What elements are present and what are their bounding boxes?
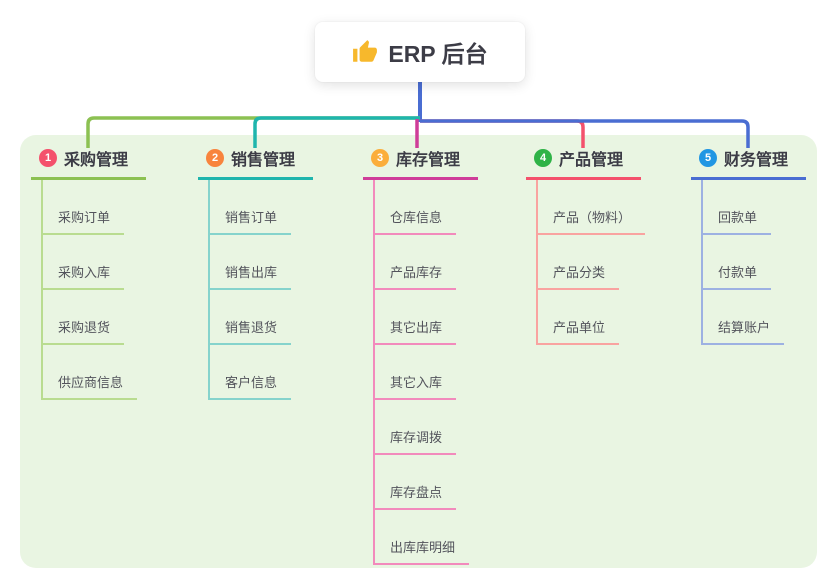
branch-label: 产品管理 bbox=[559, 152, 624, 169]
thumbs-up-icon bbox=[352, 39, 378, 65]
child-node[interactable]: 结算账户 bbox=[701, 317, 785, 345]
branch-children: 销售订单 销售出库 销售退货 客户信息 bbox=[208, 180, 338, 400]
branch-children: 采购订单 采购入库 采购退货 供应商信息 bbox=[41, 180, 171, 400]
child-node[interactable]: 采购退货 bbox=[41, 317, 125, 345]
child-node[interactable]: 销售出库 bbox=[208, 262, 292, 290]
branch-node-product[interactable]: 4 产品管理 bbox=[526, 146, 641, 180]
child-node[interactable]: 回款单 bbox=[701, 207, 772, 235]
branch-label: 库存管理 bbox=[396, 152, 461, 169]
branch-column-sales: 2 销售管理 销售订单 销售出库 销售退货 客户信息 bbox=[198, 146, 338, 400]
branch-node-purchase[interactable]: 1 采购管理 bbox=[31, 146, 146, 180]
child-node[interactable]: 产品库存 bbox=[373, 262, 457, 290]
branch-label: 财务管理 bbox=[724, 152, 789, 169]
child-node[interactable]: 采购入库 bbox=[41, 262, 125, 290]
child-node[interactable]: 销售退货 bbox=[208, 317, 292, 345]
child-node[interactable]: 客户信息 bbox=[208, 372, 292, 400]
child-node[interactable]: 产品单位 bbox=[536, 317, 620, 345]
child-node[interactable]: 产品（物料） bbox=[536, 207, 646, 235]
branch-column-inventory: 3 库存管理 仓库信息 产品库存 其它出库 其它入库 库存调拨 库存盘点 出库库… bbox=[363, 146, 503, 565]
child-node[interactable]: 采购订单 bbox=[41, 207, 125, 235]
child-node[interactable]: 其它入库 bbox=[373, 372, 457, 400]
branch-number-badge: 5 bbox=[699, 149, 717, 167]
branch-node-finance[interactable]: 5 财务管理 bbox=[691, 146, 806, 180]
branch-label: 销售管理 bbox=[231, 152, 296, 169]
child-node[interactable]: 仓库信息 bbox=[373, 207, 457, 235]
root-node-label: ERP 后台 bbox=[388, 41, 488, 67]
branch-number-badge: 3 bbox=[371, 149, 389, 167]
root-node[interactable]: ERP 后台 bbox=[315, 22, 525, 82]
branch-children: 产品（物料） 产品分类 产品单位 bbox=[536, 180, 666, 345]
mindmap-background-panel bbox=[20, 135, 817, 568]
child-node[interactable]: 供应商信息 bbox=[41, 372, 138, 400]
branch-column-finance: 5 财务管理 回款单 付款单 结算账户 bbox=[691, 146, 831, 345]
branch-column-purchase: 1 采购管理 采购订单 采购入库 采购退货 供应商信息 bbox=[31, 146, 171, 400]
branch-column-product: 4 产品管理 产品（物料） 产品分类 产品单位 bbox=[526, 146, 666, 345]
child-node[interactable]: 库存盘点 bbox=[373, 482, 457, 510]
child-node[interactable]: 其它出库 bbox=[373, 317, 457, 345]
branch-node-inventory[interactable]: 3 库存管理 bbox=[363, 146, 478, 180]
child-node[interactable]: 付款单 bbox=[701, 262, 772, 290]
child-node[interactable]: 出库库明细 bbox=[373, 537, 470, 565]
branch-node-sales[interactable]: 2 销售管理 bbox=[198, 146, 313, 180]
child-node[interactable]: 产品分类 bbox=[536, 262, 620, 290]
branch-number-badge: 1 bbox=[39, 149, 57, 167]
branch-number-badge: 4 bbox=[534, 149, 552, 167]
branch-children: 回款单 付款单 结算账户 bbox=[701, 180, 831, 345]
child-node[interactable]: 销售订单 bbox=[208, 207, 292, 235]
branch-label: 采购管理 bbox=[64, 152, 129, 169]
branch-number-badge: 2 bbox=[206, 149, 224, 167]
branch-children: 仓库信息 产品库存 其它出库 其它入库 库存调拨 库存盘点 出库库明细 bbox=[373, 180, 503, 565]
child-node[interactable]: 库存调拨 bbox=[373, 427, 457, 455]
